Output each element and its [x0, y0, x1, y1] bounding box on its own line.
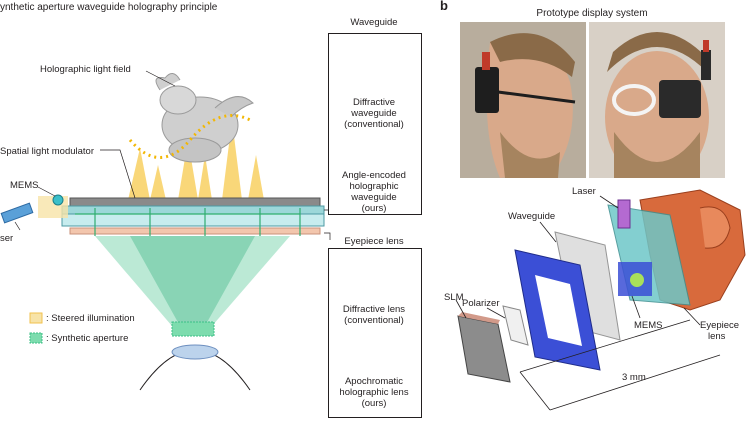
illumination-cone	[150, 165, 166, 200]
scale-label: 3 mm	[622, 372, 646, 383]
eyepiece-ours-line3: (ours)	[361, 398, 387, 409]
light-field-label: Holographic light field	[40, 64, 131, 75]
synthetic-aperture-cone	[95, 236, 290, 326]
waveguide-ours-line4: (ours)	[361, 203, 387, 214]
waveguide-ours-line1: Angle-encoded	[342, 170, 406, 181]
synthetic-aperture-cone-inner	[130, 236, 255, 326]
illumination-cone	[222, 120, 242, 200]
dragon-hologram	[155, 73, 254, 163]
laser-label: ser	[0, 233, 14, 244]
eyepiece-lens-plate	[69, 227, 321, 235]
illumination-cone	[198, 155, 212, 200]
slm-top	[69, 197, 321, 207]
panel-b-title: Prototype display system	[536, 8, 648, 19]
waveguide-conv-line3: (conventional)	[344, 119, 404, 130]
eyepiece-b-label-1: Eyepiece	[700, 320, 740, 331]
dotted-light-path	[128, 114, 251, 159]
slm-label: Spatial light modulator	[0, 146, 94, 157]
prototype-photo-front	[589, 22, 725, 178]
eye-lens	[171, 344, 219, 360]
prototype-photo-side	[460, 22, 586, 178]
waveguide-ours-line3: waveguide	[351, 192, 397, 203]
laser-b-label: Laser	[572, 186, 596, 197]
illumination-cone	[128, 148, 150, 200]
waveguide-ours-line2: holographic	[349, 181, 399, 192]
laser-body	[0, 202, 34, 224]
eyepiece-box-title: Eyepiece lens	[344, 236, 404, 247]
eyepiece-box	[328, 248, 422, 418]
synthetic-aperture-box	[171, 321, 215, 337]
waveguide-conv-line1: Diffractive	[352, 97, 396, 108]
mems-label: MEMS	[10, 180, 39, 191]
waveguide-b-label: Waveguide	[508, 211, 556, 222]
legend-synthetic-label: : Synthetic aperture	[46, 333, 129, 344]
eyepiece-conv-line1: Diffractive lens	[342, 304, 406, 315]
illumination-cone	[178, 140, 198, 200]
polarizer-b-label: Polarizer	[462, 298, 500, 309]
panel-a-title: ynthetic aperture waveguide holography p…	[0, 2, 218, 13]
legend-steered-label: : Steered illumination	[46, 313, 135, 324]
slm-b-label: SLM	[444, 292, 464, 303]
eyepiece-ours-line2: holographic lens	[339, 387, 409, 398]
waveguide-plate	[61, 205, 325, 215]
eyepiece-b-label-2: lens	[708, 331, 726, 342]
legend-synthetic-swatch	[29, 332, 43, 344]
mems-b-label: MEMS	[634, 320, 663, 331]
waveguide-box-title: Waveguide	[350, 17, 398, 28]
legend-steered-swatch	[29, 312, 43, 324]
waveguide-plate-2	[61, 213, 325, 227]
mems-mirror	[52, 194, 64, 206]
waveguide-box	[328, 33, 422, 215]
illumination-cone	[248, 155, 264, 200]
waveguide-conv-line2: waveguide	[351, 108, 397, 119]
panel-b-letter: b	[440, 0, 448, 13]
waveguide-rays	[75, 208, 301, 236]
eyepiece-ours-line1: Apochromatic	[344, 376, 404, 387]
eyepiece-conv-line2: (conventional)	[344, 315, 404, 326]
